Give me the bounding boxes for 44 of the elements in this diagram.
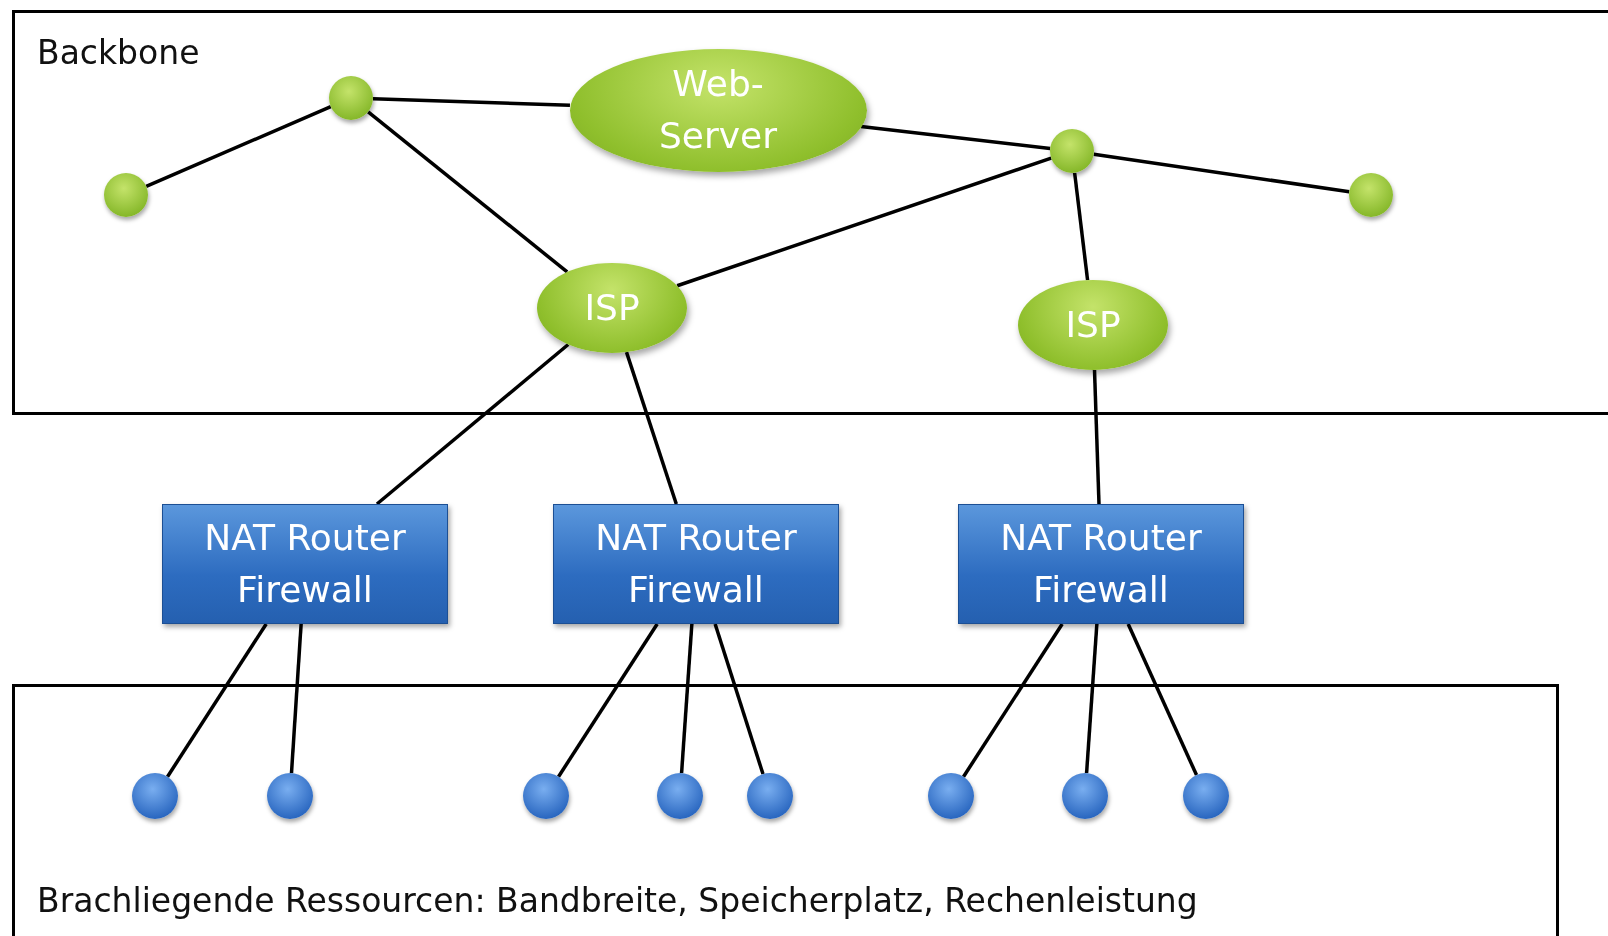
connection-line xyxy=(962,623,1064,778)
network-node-circle xyxy=(1062,773,1108,819)
router-box xyxy=(958,504,1244,624)
connection-line xyxy=(557,623,659,778)
router-box xyxy=(553,504,839,624)
connection-line xyxy=(860,124,1051,151)
network-node-circle xyxy=(104,173,148,217)
connection-line xyxy=(1072,172,1090,281)
connection-line xyxy=(367,110,569,274)
region-label: Brachliegende Ressourcen: Bandbreite, Speicherplatz, Rechenleistung xyxy=(37,881,1198,920)
node-label: NAT Router Firewall xyxy=(594,515,798,612)
connection-line xyxy=(676,156,1052,288)
network-node-circle xyxy=(523,773,569,819)
network-node-circle xyxy=(1349,173,1393,217)
network-node-circle xyxy=(132,773,178,819)
network-node-circle xyxy=(1050,129,1094,173)
node-label: NAT Router Firewall xyxy=(203,515,407,612)
network-node-circle xyxy=(267,773,313,819)
connection-line xyxy=(1092,369,1101,505)
network-node-circle xyxy=(329,76,373,120)
network-ellipse xyxy=(537,263,687,353)
node-label: Web-Server xyxy=(657,61,778,158)
connection-line xyxy=(166,623,268,778)
connection-line xyxy=(372,96,570,107)
node-label: ISP xyxy=(583,285,641,330)
connection-line xyxy=(1126,623,1199,776)
network-node-circle xyxy=(657,773,703,819)
connection-line xyxy=(679,623,694,774)
network-node-circle xyxy=(1183,773,1229,819)
node-label: ISP xyxy=(1064,302,1122,347)
router-box xyxy=(162,504,448,624)
connection-line xyxy=(1093,152,1350,194)
connection-line xyxy=(713,623,765,775)
connection-line xyxy=(624,351,678,505)
region-label: Backbone xyxy=(37,33,200,72)
node-label: NAT Router Firewall xyxy=(999,515,1203,612)
connection-line xyxy=(289,623,303,774)
network-region xyxy=(12,684,1559,936)
network-region xyxy=(12,10,1608,415)
network-node-circle xyxy=(747,773,793,819)
connection-line xyxy=(145,105,332,188)
connection-line xyxy=(1084,623,1099,774)
connection-line xyxy=(375,343,570,506)
network-node-circle xyxy=(928,773,974,819)
